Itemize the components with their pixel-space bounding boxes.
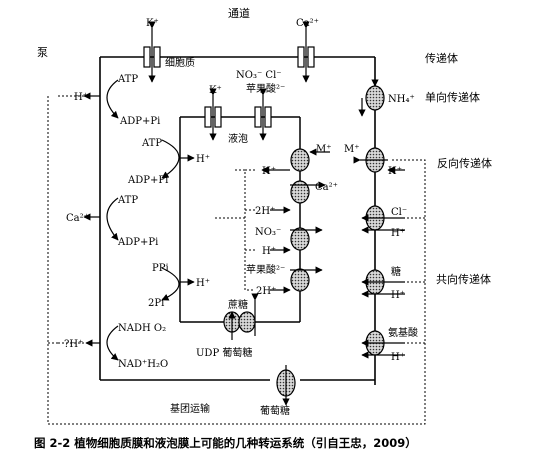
nh4-uniporter <box>365 85 385 111</box>
h-vac-1: H⁺ <box>262 166 276 177</box>
h-pump-pm: H⁺ <box>74 92 88 103</box>
nh4: NH₄⁺ <box>388 94 415 105</box>
h-anti-pm: H⁺ <box>388 166 402 177</box>
k-channel-pm <box>143 21 161 83</box>
pm-arrows <box>353 79 405 359</box>
vacuole-label: 液泡 <box>228 132 248 145</box>
vacuole-pump-reactions <box>161 139 195 301</box>
h-vac-3: H⁺ <box>262 246 276 257</box>
ca-top: Ca²⁺ <box>296 18 319 29</box>
group-translocation-label: 基团运输 <box>170 402 210 415</box>
adp-2: ADP+Pi <box>117 237 158 248</box>
no3-cl: NO₃⁻ Cl⁻ <box>236 70 282 81</box>
nad: NAD⁺H₂O <box>118 359 168 370</box>
symporter-label: 共向传递体 <box>436 272 491 286</box>
h-ppi-vacuole: H⁺ <box>196 278 210 289</box>
pm-transporters <box>365 85 385 356</box>
pump-heading: 泵 <box>37 46 48 59</box>
h-vac-4: 2H⁺ <box>256 286 276 297</box>
ca-vacuole: Ca²⁺ <box>315 182 338 193</box>
k-channel-vacuole <box>204 88 222 141</box>
vacuole-membrane <box>179 116 301 323</box>
group-translocator <box>276 365 296 406</box>
ca-channel-pm <box>297 21 315 83</box>
plasma-membrane <box>99 56 376 385</box>
pi2: 2Pi <box>148 298 164 309</box>
h-vac-2: 2H⁺ <box>255 206 275 217</box>
uniporter-label: 单向传递体 <box>425 90 480 104</box>
channel-heading: 通道 <box>228 6 250 20</box>
atp-3: ATP <box>141 138 162 149</box>
h-cl-pm: H⁺ <box>391 228 405 239</box>
adp-3: ADP+Pi <box>127 175 168 186</box>
m-plus-vacuole: M⁺ <box>316 144 332 155</box>
pm-pump-reactions <box>83 79 119 361</box>
cl-pm: Cl⁻ <box>391 207 407 218</box>
sucrose-transporter <box>223 293 259 340</box>
glucose: 葡萄糖 <box>260 404 290 417</box>
m-plus-pm: M⁺ <box>344 144 360 155</box>
transporter-heading: 传递体 <box>425 51 458 65</box>
h-atp-vacuole: H⁺ <box>196 154 210 165</box>
antiporter-label: 反向传递体 <box>437 156 492 170</box>
aa-pm: 氨基酸 <box>388 326 418 339</box>
no3-vacuole: NO₃⁻ <box>255 227 281 238</box>
atp-2: ATP <box>117 195 138 206</box>
ca-pump: Ca²⁺ <box>66 213 89 224</box>
malate-vacuole: 苹果酸²⁻ <box>246 263 285 276</box>
malate-top: 苹果酸²⁻ <box>246 82 285 95</box>
atp-1: ATP <box>117 74 138 85</box>
k-vacuole: K⁺ <box>209 85 222 96</box>
k-top: K⁺ <box>146 18 159 29</box>
vacuole-arrows <box>261 148 330 294</box>
h-loop-left <box>47 95 426 425</box>
sugar-pm: 糖 <box>391 265 401 278</box>
h-loop-vacuole <box>215 169 255 291</box>
ppi: PPi <box>152 263 169 274</box>
cytoplasm-label: 细胞质 <box>165 56 195 69</box>
vacuole-transporters <box>290 148 310 292</box>
nadh: NADH O₂ <box>118 323 166 334</box>
udp-glucose: UDP 葡萄糖 <box>196 346 252 359</box>
adp-1: ADP+Pi <box>119 116 160 127</box>
figure-caption: 图 2-2 植物细胞质膜和液泡膜上可能的几种转运系统（引自王忠，2009） <box>34 436 417 450</box>
h-aa-pm: H⁺ <box>391 352 405 363</box>
h-nadh: ?H⁺ <box>64 339 83 350</box>
anion-channel-vacuole <box>254 88 272 141</box>
h-sugar-pm: H⁺ <box>391 290 405 301</box>
sucrose: 蔗糖 <box>228 298 248 311</box>
